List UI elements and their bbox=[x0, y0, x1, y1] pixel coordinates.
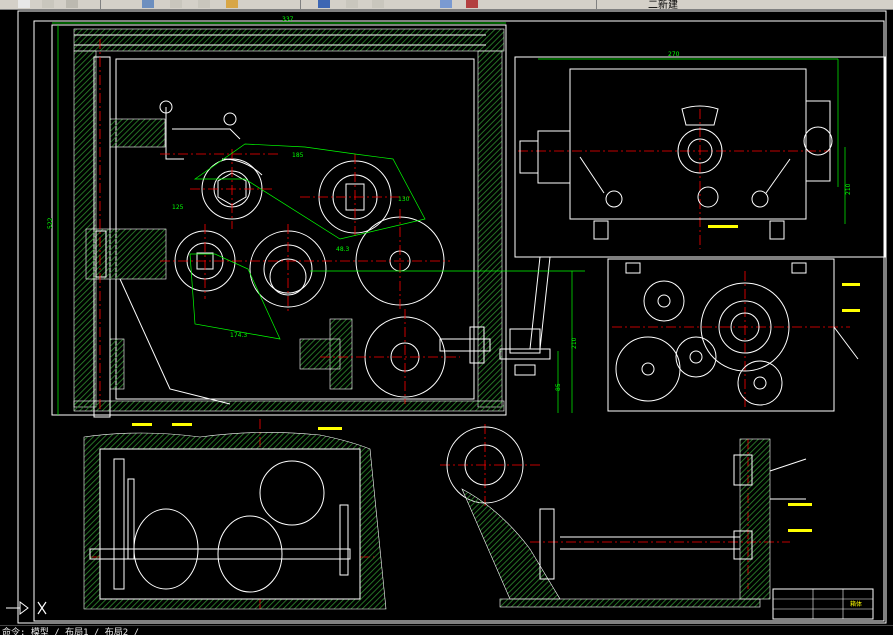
new-icon[interactable] bbox=[18, 0, 30, 8]
print-icon[interactable] bbox=[142, 0, 154, 8]
bottom-middle-view bbox=[446, 426, 761, 608]
redo-icon[interactable] bbox=[346, 0, 358, 8]
dim-gear-2: 125 bbox=[172, 204, 184, 211]
command-line[interactable]: 命令: 模型 / 布局1 / 布局2 / bbox=[0, 625, 893, 635]
dim-height-left: 522 bbox=[47, 217, 54, 229]
dim-top-width: 337 bbox=[282, 16, 294, 23]
title-block: 箱体 bbox=[772, 588, 874, 620]
ucs-icon bbox=[6, 601, 47, 615]
cut-icon[interactable] bbox=[170, 0, 182, 8]
dim-right-h: 210 bbox=[571, 337, 578, 349]
drawing-canvas[interactable]: 337 522 185 125 130 174.3 48.3 210 85 27… bbox=[0, 9, 893, 625]
top-right-view bbox=[514, 56, 886, 258]
command-line-text: 命令: 模型 / 布局1 / 布局2 / bbox=[2, 628, 140, 635]
main-view bbox=[51, 24, 551, 418]
copy-icon[interactable] bbox=[198, 0, 210, 8]
dim-gear-3: 130 bbox=[398, 196, 410, 203]
dimension-text: 337 522 185 125 130 174.3 48.3 210 85 27… bbox=[47, 16, 852, 391]
standard-toolbar: 二新建 bbox=[0, 0, 893, 10]
open-icon[interactable] bbox=[42, 0, 54, 8]
toolbar-label: 二新建 bbox=[648, 0, 678, 10]
properties-icon[interactable] bbox=[466, 0, 478, 8]
dim-box-width: 270 bbox=[668, 51, 680, 58]
dim-box-h: 210 bbox=[845, 183, 852, 195]
paste-icon[interactable] bbox=[226, 0, 238, 8]
save-icon[interactable] bbox=[66, 0, 78, 8]
drawing-frame bbox=[17, 10, 887, 624]
dim-gear-5: 48.3 bbox=[336, 246, 350, 253]
bottom-left-view bbox=[83, 432, 387, 610]
leader-tags bbox=[132, 225, 860, 532]
dimension-lines bbox=[52, 22, 846, 415]
bottom-right-view bbox=[733, 438, 807, 600]
title-block-name: 箱体 bbox=[850, 600, 862, 608]
zoom-icon[interactable] bbox=[440, 0, 452, 8]
pan-icon[interactable] bbox=[372, 0, 384, 8]
middle-right-view bbox=[607, 258, 859, 412]
dim-gear-1: 185 bbox=[292, 152, 304, 159]
dim-gear-4: 174.3 bbox=[230, 332, 247, 339]
undo-icon[interactable] bbox=[318, 0, 330, 8]
dim-right-h2: 85 bbox=[555, 383, 562, 391]
